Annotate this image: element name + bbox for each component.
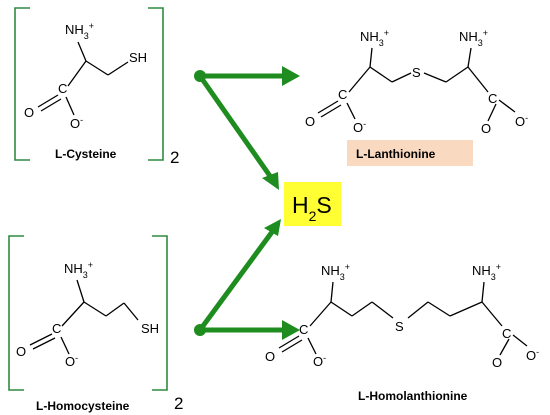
- carbonyl-oxygen: O: [16, 344, 26, 359]
- bridging-sulfur: S: [395, 319, 404, 334]
- bridging-sulfur: S: [412, 65, 421, 80]
- arrow-bottom-to-h2s: [197, 230, 275, 332]
- h2s-highlight-box: [284, 182, 341, 226]
- right-carbonyl-oxygen: O: [492, 355, 502, 370]
- left-carboxylate-oxygen: O-: [353, 119, 366, 135]
- l-homocysteine-label: L-Homocysteine: [36, 399, 130, 413]
- left-bracket: [8, 235, 24, 391]
- carboxylate-oxygen: O-: [70, 115, 83, 131]
- left-bracket: [14, 7, 30, 161]
- arrow-top-to-h2s: [197, 74, 273, 178]
- right-bracket: [148, 7, 164, 161]
- l-lanthionine-structure: NH3+ NH3+ S C O O- C O O- L-Lanthionine: [305, 28, 528, 166]
- right-carbonyl-oxygen: O: [481, 121, 491, 136]
- l-homocysteine-coefficient: 2: [174, 394, 183, 413]
- lanthionine-highlight-box: [347, 140, 473, 166]
- carboxylate-oxygen: O-: [65, 353, 78, 369]
- left-carboxylate-oxygen: O-: [313, 353, 326, 369]
- right-amine-group: NH3+: [459, 28, 488, 48]
- reaction-arrows: [194, 66, 300, 340]
- right-amine-group: NH3+: [472, 262, 501, 282]
- right-carboxylate-oxygen: O-: [526, 347, 539, 363]
- left-carbonyl-oxygen: O: [305, 114, 315, 129]
- left-amine-group: NH3+: [321, 262, 350, 282]
- l-cysteine-label: L-Cysteine: [55, 147, 117, 161]
- l-lanthionine-label: L-Lanthionine: [356, 147, 436, 161]
- left-carbonyl-oxygen: O: [265, 349, 275, 364]
- carbonyl-carbon: C: [52, 321, 61, 336]
- right-carboxylate-oxygen: O-: [515, 113, 528, 129]
- right-carbonyl-carbon: C: [488, 91, 497, 106]
- carbonyl-oxygen: O: [24, 105, 34, 120]
- left-carbonyl-carbon: C: [299, 322, 308, 337]
- l-homolanthionine-label: L-Homolanthionine: [358, 389, 468, 403]
- l-cysteine-structure: NH3+ SH C O O- L-Cysteine 2: [14, 7, 179, 167]
- carbonyl-carbon: C: [58, 81, 67, 96]
- amine-group: NH3+: [64, 260, 93, 280]
- left-amine-group: NH3+: [360, 28, 389, 48]
- thiol-group: SH: [141, 321, 159, 336]
- left-carbonyl-carbon: C: [338, 87, 347, 102]
- thiol-group: SH: [129, 50, 147, 65]
- l-cysteine-coefficient: 2: [170, 148, 179, 167]
- l-homolanthionine-structure: NH3+ NH3+ S C O O- C O O- L-Homolanthion…: [265, 262, 539, 403]
- h2s-label: H2S: [292, 192, 332, 224]
- amine-group: NH3+: [65, 21, 94, 41]
- l-homocysteine-structure: NH3+ SH C O O- L-Homocysteine 2: [8, 235, 183, 413]
- right-bracket: [152, 235, 168, 391]
- right-carbonyl-carbon: C: [502, 326, 511, 341]
